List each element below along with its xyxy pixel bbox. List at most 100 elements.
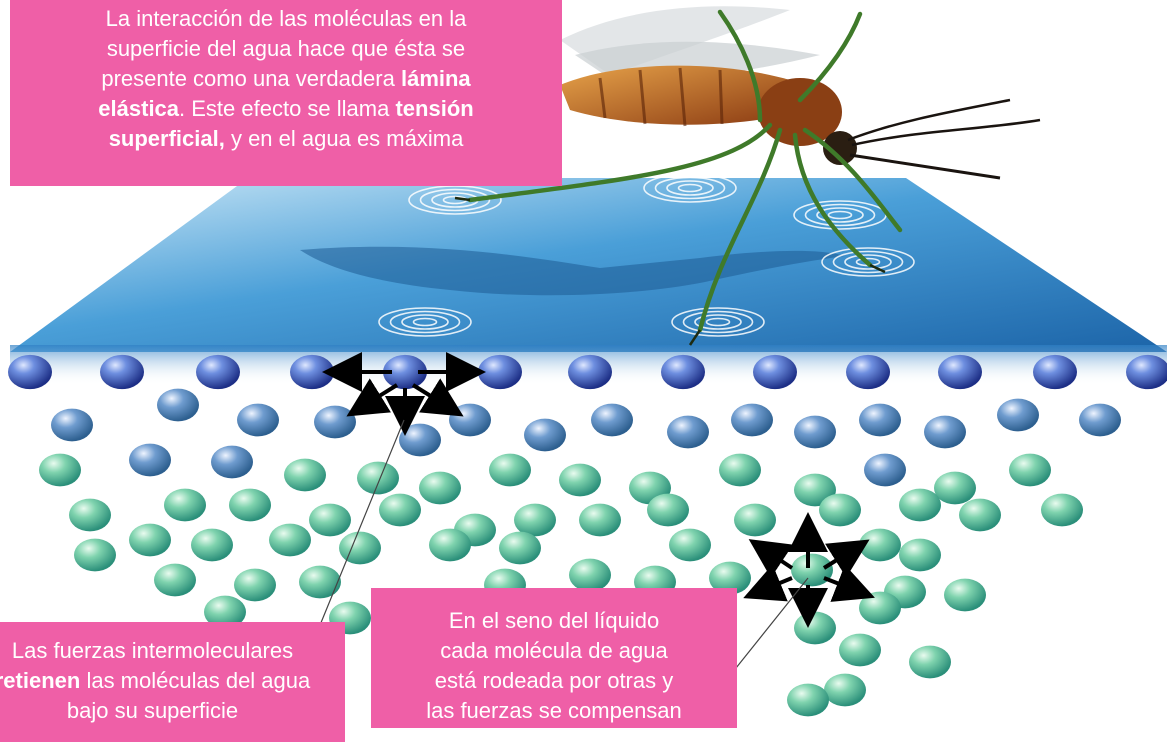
water-molecule <box>211 445 253 479</box>
water-molecule <box>489 453 531 487</box>
water-molecule <box>669 528 711 562</box>
callout-bold-text: tensión <box>395 96 474 121</box>
water-molecule <box>824 673 866 707</box>
water-molecule <box>449 403 491 437</box>
water-molecule <box>559 463 601 497</box>
water-molecule <box>667 415 709 449</box>
water-molecule <box>234 568 276 602</box>
water-molecule <box>959 498 1001 532</box>
water-molecule <box>69 498 111 532</box>
water-molecule <box>899 488 941 522</box>
water-molecule <box>164 488 206 522</box>
water-molecule <box>524 418 566 452</box>
callout-text: está rodeada por otras y <box>434 668 674 693</box>
water-molecule <box>8 354 52 390</box>
water-molecule <box>794 611 836 645</box>
water-molecule <box>997 398 1039 432</box>
water-molecule <box>379 493 421 527</box>
callout-text: bajo su superficie <box>66 698 239 723</box>
mosquito-shadow <box>300 246 845 296</box>
callout-text: superficie del agua hace que ésta se <box>106 36 466 61</box>
water-molecule <box>753 354 797 390</box>
water-molecule <box>429 528 471 562</box>
callout-line: superficial, y en el agua es máxima <box>10 124 562 154</box>
water-molecule <box>591 403 633 437</box>
water-molecule <box>39 453 81 487</box>
water-molecule <box>791 553 833 587</box>
water-molecule <box>204 595 246 629</box>
water-molecule <box>314 405 356 439</box>
water-molecule <box>499 531 541 565</box>
water-molecule <box>859 591 901 625</box>
callout-line: En el seno del líquido <box>371 606 737 636</box>
callout-text: presente como una verdadera <box>101 66 401 91</box>
callout-bold-text: retienen <box>0 668 81 693</box>
water-molecule <box>909 645 951 679</box>
water-molecule <box>290 354 334 390</box>
water-molecule <box>196 354 240 390</box>
water-molecule <box>794 415 836 449</box>
water-molecule <box>269 523 311 557</box>
callout-line: elástica. Este efecto se llama tensión <box>10 94 562 124</box>
water-molecule <box>1041 493 1083 527</box>
water-molecule <box>924 415 966 449</box>
water-molecule <box>719 453 761 487</box>
water-molecule <box>899 538 941 572</box>
callout-line: bajo su superficie <box>0 696 345 726</box>
water-molecule <box>74 538 116 572</box>
water-molecule <box>859 403 901 437</box>
water-molecule <box>191 528 233 562</box>
callout-text: Las fuerzas intermoleculares <box>11 638 294 663</box>
water-molecule <box>787 683 829 717</box>
water-molecule <box>154 563 196 597</box>
mosquito-illustration <box>454 6 1041 346</box>
callout-line: las fuerzas se compensan <box>371 696 737 726</box>
water-molecule <box>51 408 93 442</box>
water-molecule <box>399 423 441 457</box>
callout-line: presente como una verdadera lámina <box>10 64 562 94</box>
water-molecule <box>864 453 906 487</box>
water-molecule <box>514 503 556 537</box>
callout-text: . Este efecto se llama <box>179 96 396 121</box>
callout-line: superficie del agua hace que ésta se <box>10 34 562 64</box>
callout-bold-text: lámina <box>400 66 471 91</box>
water-molecule <box>357 461 399 495</box>
surface-tension-diagram <box>8 6 1167 717</box>
water-surface-sheet <box>10 178 1167 385</box>
water-molecule <box>229 488 271 522</box>
callout-text: En el seno del líquido <box>448 608 660 633</box>
water-molecule <box>1126 354 1167 390</box>
water-molecule <box>157 388 199 422</box>
water-molecules <box>8 354 1167 717</box>
water-molecule <box>1079 403 1121 437</box>
water-molecule <box>1033 354 1077 390</box>
water-molecule <box>839 633 881 667</box>
water-molecule <box>846 354 890 390</box>
water-molecule <box>299 565 341 599</box>
water-molecule <box>339 531 381 565</box>
water-molecule <box>383 354 427 390</box>
water-molecule <box>647 493 689 527</box>
callout-line: retienen las moléculas del agua <box>0 666 345 696</box>
water-molecule <box>938 354 982 390</box>
water-molecule <box>129 523 171 557</box>
water-molecule <box>1009 453 1051 487</box>
callout-text: las moléculas del agua <box>80 668 311 693</box>
water-molecule <box>284 458 326 492</box>
water-molecule <box>579 503 621 537</box>
water-molecule <box>569 558 611 592</box>
callout-line: Las fuerzas intermoleculares <box>0 636 345 666</box>
water-molecule <box>819 493 861 527</box>
callout-surface-retention: Las fuerzas intermoleculares retienen las… <box>0 622 345 742</box>
water-molecule <box>309 503 351 537</box>
water-molecule <box>934 471 976 505</box>
water-molecule <box>100 354 144 390</box>
callout-text: las fuerzas se compensan <box>426 698 682 723</box>
water-molecule <box>568 354 612 390</box>
ripple-rings <box>378 173 915 337</box>
water-molecule <box>944 578 986 612</box>
water-molecule <box>237 403 279 437</box>
water-molecule <box>419 471 461 505</box>
callout-pointer-lines <box>317 419 809 669</box>
